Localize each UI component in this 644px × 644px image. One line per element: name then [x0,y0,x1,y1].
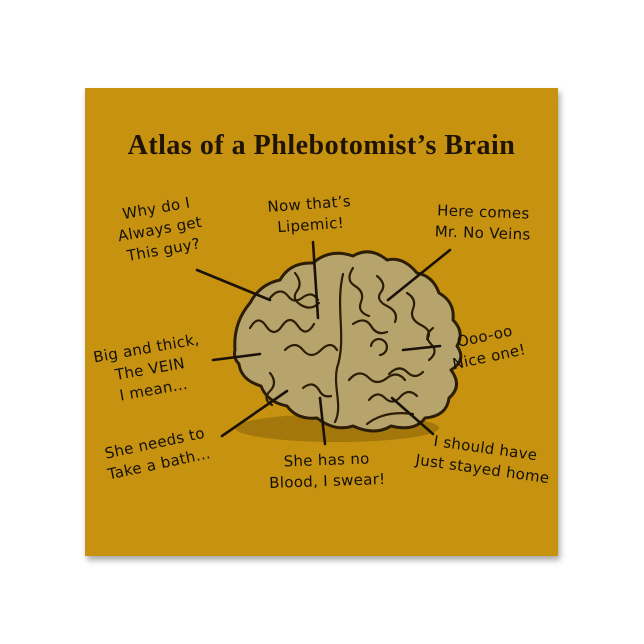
callout-line: Mr. No Veins [434,222,531,244]
callout-now-thats-lipemic: Now that’s Lipemic! [247,190,374,241]
callout-she-needs-a-bath: She needs to Take a bath... [90,420,224,488]
callout-line: Blood, I swear! [268,469,386,493]
callout-big-and-thick: Big and thick, The VEIN I mean... [83,328,216,412]
card-title: Atlas of a Phlebotomist’s Brain [127,130,516,161]
callout-ooo-oo-nice-one: Ooo-oo Nice one! [438,317,537,377]
callout-here-comes-mr-no-veins: Here comes Mr. No Veins [414,200,551,247]
pointer-line [311,240,320,320]
pointer-line [195,268,272,302]
greeting-card-front: Atlas of a Phlebotomist’s Brain [85,88,558,556]
pointer-line [211,352,262,362]
callout-why-do-i: Why do I Always get This guy? [100,189,219,270]
pointer-line [386,248,452,302]
callout-she-has-no-blood: She has no Blood, I swear! [254,448,399,495]
callout-should-have-stayed-home: I should have Just stayed home [405,427,563,490]
pointer-line [318,396,327,446]
pointer-line [401,344,442,352]
brain-squiggles [248,266,436,426]
pointer-line [220,389,289,438]
pointer-lines [195,240,452,446]
brain-outline [233,250,463,433]
